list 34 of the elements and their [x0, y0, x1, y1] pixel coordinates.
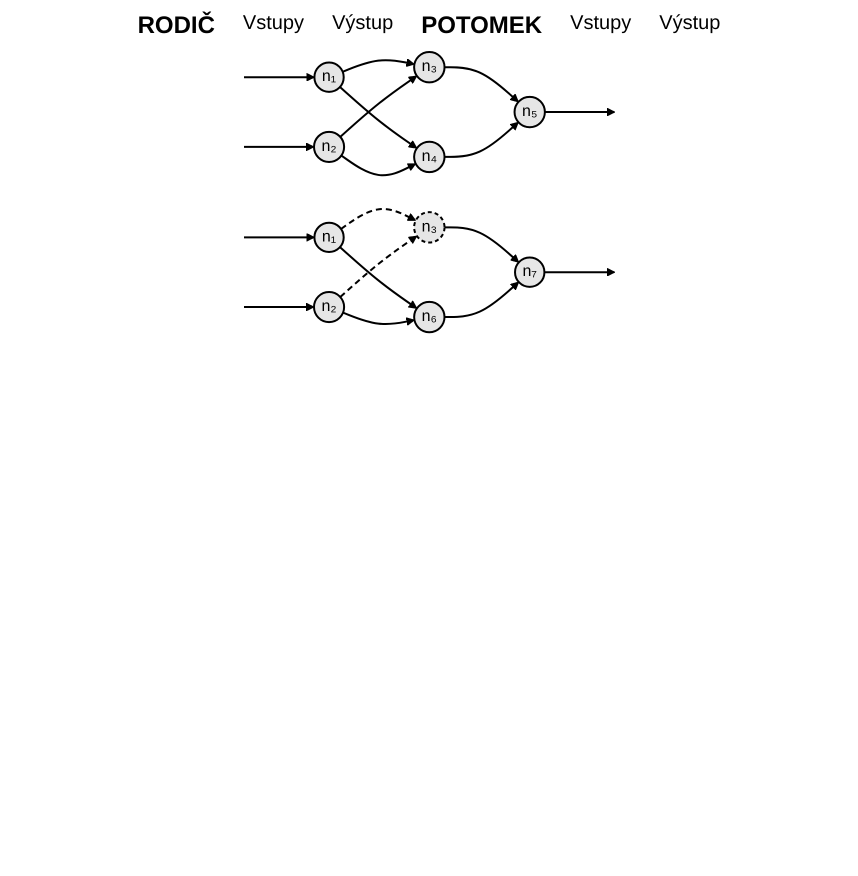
- side-label: Výstup: [659, 12, 720, 36]
- node-circle: n₂: [312, 130, 345, 163]
- arrow: [544, 108, 615, 116]
- arrow: [544, 268, 615, 277]
- node-circle: n₂: [312, 290, 345, 324]
- arrow: [244, 142, 314, 152]
- arrow: [444, 226, 519, 263]
- arrow: [339, 236, 417, 298]
- section-heading: POTOMEK: [421, 12, 542, 40]
- node-circle: n₄: [412, 140, 446, 174]
- node-circle: n₇: [514, 256, 545, 288]
- side-label: Vstupy: [242, 12, 304, 36]
- arrow: [338, 246, 417, 309]
- arrow: [340, 154, 416, 176]
- node-circle: n₅: [513, 96, 546, 128]
- node-circle: n₁: [312, 222, 344, 253]
- node-circle: n₃: [412, 51, 446, 84]
- side-label: Výstup: [332, 12, 394, 36]
- arrow: [244, 232, 314, 242]
- arrow: [444, 66, 518, 102]
- arrow: [244, 302, 314, 312]
- arrow: [338, 86, 417, 149]
- node-circle: n₁: [312, 62, 344, 93]
- arrow: [339, 75, 417, 138]
- arrow: [342, 312, 414, 326]
- arrow: [340, 208, 416, 230]
- arrow: [342, 58, 414, 73]
- arrow: [444, 282, 519, 318]
- node-circle: n₆: [412, 300, 446, 334]
- node-circle: n₃: [412, 211, 446, 244]
- arrow: [244, 72, 314, 82]
- section-heading: RODIČ: [138, 12, 215, 40]
- side-label: Vstupy: [570, 12, 632, 36]
- arrow: [444, 122, 518, 158]
